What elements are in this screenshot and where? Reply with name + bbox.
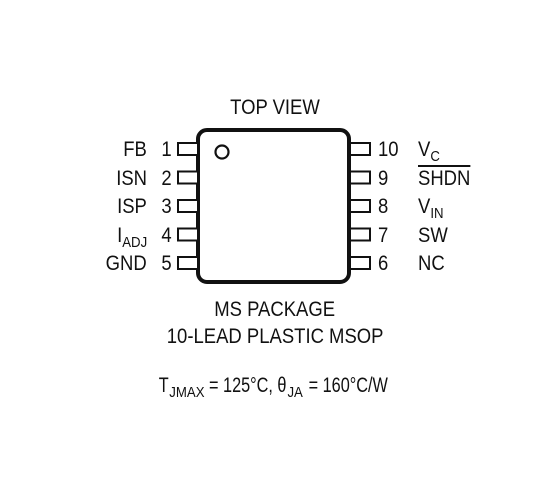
pin-name-8: VIN: [418, 195, 444, 222]
theta-symbol: θ: [277, 374, 287, 397]
pin-number-7: 7: [378, 223, 389, 247]
pin-name-6: NC: [418, 252, 445, 275]
pin-number-4: 4: [161, 223, 172, 247]
pin-name-3: ISP: [117, 195, 147, 218]
lead-pin-4: [177, 227, 199, 242]
right-leads: [349, 142, 371, 270]
pin-number-5: 5: [161, 252, 172, 275]
lead-pin-10: [349, 142, 371, 156]
lead-pin-5: [177, 256, 199, 270]
package-name: MS PACKAGE: [214, 298, 336, 321]
thermal-spec: TJMAX = 125°C, θJA = 160°C/W: [0, 374, 550, 400]
tjmax-symbol: T: [158, 374, 169, 397]
lead-pin-8: [349, 199, 371, 213]
lead-pin-1: [177, 142, 199, 156]
lead-pin-6: [349, 256, 371, 270]
lead-pin-7: [349, 227, 371, 242]
theta-value: = 160°C/W: [307, 374, 388, 397]
pin1-marker: [214, 144, 230, 160]
lead-pin-3: [177, 199, 199, 213]
ic-body: [196, 128, 351, 284]
pin-name-2: ISN: [116, 166, 147, 190]
tjmax-subscript: JMAX: [168, 384, 205, 401]
pin-number-9: 9: [378, 166, 389, 190]
pin-name-7: SW: [418, 223, 448, 247]
tjmax-value: = 125°C,: [208, 374, 273, 397]
pin-number-10: 10: [378, 138, 399, 161]
theta-subscript: JA: [286, 384, 303, 401]
lead-pin-9: [349, 170, 371, 185]
pin-number-8: 8: [378, 195, 389, 218]
pin-name-1: FB: [123, 138, 147, 161]
pin-name-5: GND: [105, 252, 147, 275]
pin-number-2: 2: [161, 166, 172, 190]
pin-name-9: SHDN: [418, 166, 471, 190]
pin-number-3: 3: [161, 195, 172, 218]
pin-number-6: 6: [378, 252, 389, 275]
pin-name-10: VC: [418, 138, 440, 165]
left-leads: [177, 142, 199, 270]
package-description: 10-LEAD PLASTIC MSOP: [166, 325, 384, 348]
lead-pin-2: [177, 170, 199, 185]
pin-number-1: 1: [161, 138, 172, 161]
pin-name-4: IADJ: [116, 223, 147, 251]
diagram-title: TOP VIEW: [230, 96, 320, 119]
